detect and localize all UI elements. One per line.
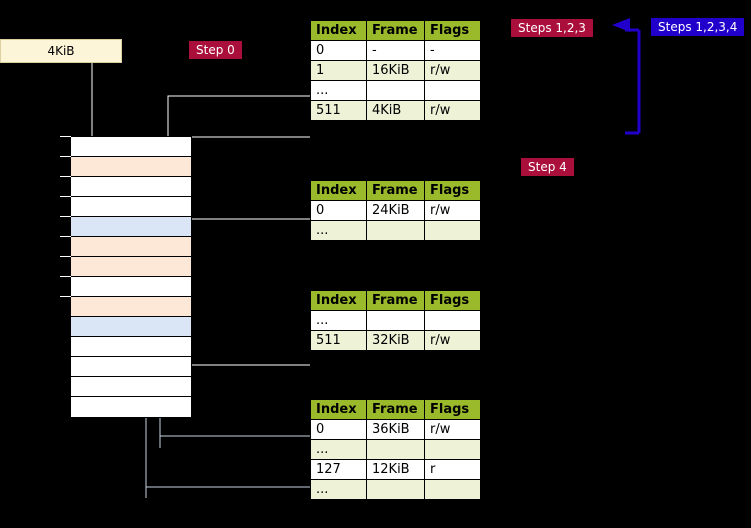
cell-flags: r/w [424,200,481,221]
cell-index: 0 [310,200,367,221]
table-row: 0 - - [310,40,481,61]
column-header-index: Index [310,290,367,311]
cell-index: 511 [310,330,367,351]
cell-flags [424,310,481,331]
table-row: ... [310,439,481,460]
table-row: ... [310,220,481,241]
cell-flags [424,220,481,241]
cell-flags [424,479,481,500]
cell-frame: 36KiB [366,419,425,440]
table-row: ... [310,310,481,331]
cell-frame [366,310,425,331]
step-label-123: Steps 1,2,3 [511,19,593,37]
memory-row [71,217,191,237]
step-label-4: Step 4 [521,158,574,176]
memory-tick [60,236,71,237]
column-header-frame: Frame [366,20,425,41]
cell-index: 127 [310,459,367,480]
page-table-1: Index Frame Flags 0 24KiB r/w ... [310,180,481,241]
column-header-index: Index [310,20,367,41]
memory-tick [60,156,71,157]
cell-frame [366,80,425,101]
cell-frame: - [366,40,425,61]
table-header-row: Index Frame Flags [310,399,481,420]
memory-row [71,397,191,417]
column-header-flags: Flags [424,20,481,41]
cell-frame [366,479,425,500]
memory-row [71,137,191,157]
table-row: 127 12KiB r [310,459,481,480]
cell-flags [424,439,481,460]
memory-tick [60,136,71,137]
column-header-flags: Flags [424,290,481,311]
cell-frame: 32KiB [366,330,425,351]
table-row: ... [310,80,481,101]
memory-row [71,177,191,197]
cell-frame: 24KiB [366,200,425,221]
cell-frame: 4KiB [366,100,425,121]
memory-row [71,237,191,257]
cell-index: ... [310,439,367,460]
table-row: 511 32KiB r/w [310,330,481,351]
cell-index: 0 [310,419,367,440]
table-header-row: Index Frame Flags [310,290,481,311]
cell-flags: r/w [424,330,481,351]
memory-tick [60,216,71,217]
table-header-row: Index Frame Flags [310,180,481,201]
cell-index: 511 [310,100,367,121]
cell-index: ... [310,80,367,101]
cell-flags: - [424,40,481,61]
column-header-index: Index [310,399,367,420]
memory-tick [60,276,71,277]
memory-tick [60,196,71,197]
table-row: 1 16KiB r/w [310,60,481,81]
memory-row [71,197,191,217]
table-row: 511 4KiB r/w [310,100,481,121]
column-header-flags: Flags [424,399,481,420]
memory-row [71,157,191,177]
memory-column [70,136,192,418]
table-row: ... [310,479,481,500]
step-label-0: Step 0 [189,41,242,59]
cell-flags: r/w [424,100,481,121]
column-header-frame: Frame [366,180,425,201]
cell-frame: 12KiB [366,459,425,480]
cell-frame: 16KiB [366,60,425,81]
size-box-4kib: 4KiB [0,39,122,63]
memory-row [71,297,191,317]
cell-flags: r/w [424,60,481,81]
page-table-0: Index Frame Flags 0 - - 1 16KiB r/w ... … [310,20,481,121]
cell-index: 1 [310,60,367,81]
cell-flags: r/w [424,419,481,440]
memory-row [71,317,191,337]
column-header-frame: Frame [366,290,425,311]
memory-row [71,277,191,297]
column-header-index: Index [310,180,367,201]
cell-index: ... [310,310,367,331]
memory-row [71,337,191,357]
size-box-label: 4KiB [47,44,75,58]
column-header-flags: Flags [424,180,481,201]
column-header-frame: Frame [366,399,425,420]
memory-row [71,377,191,397]
memory-tick [60,176,71,177]
cell-index: ... [310,479,367,500]
table-header-row: Index Frame Flags [310,20,481,41]
memory-tick [60,296,71,297]
cell-flags [424,80,481,101]
page-table-3: Index Frame Flags 0 36KiB r/w ... 127 12… [310,399,481,500]
cell-frame [366,220,425,241]
memory-row [71,257,191,277]
memory-tick [60,256,71,257]
memory-row [71,357,191,377]
cell-index: 0 [310,40,367,61]
cell-flags: r [424,459,481,480]
page-table-2: Index Frame Flags ... 511 32KiB r/w [310,290,481,351]
cell-frame [366,439,425,460]
cell-index: ... [310,220,367,241]
step-label-1234: Steps 1,2,3,4 [651,18,745,36]
table-row: 0 24KiB r/w [310,200,481,221]
table-row: 0 36KiB r/w [310,419,481,440]
